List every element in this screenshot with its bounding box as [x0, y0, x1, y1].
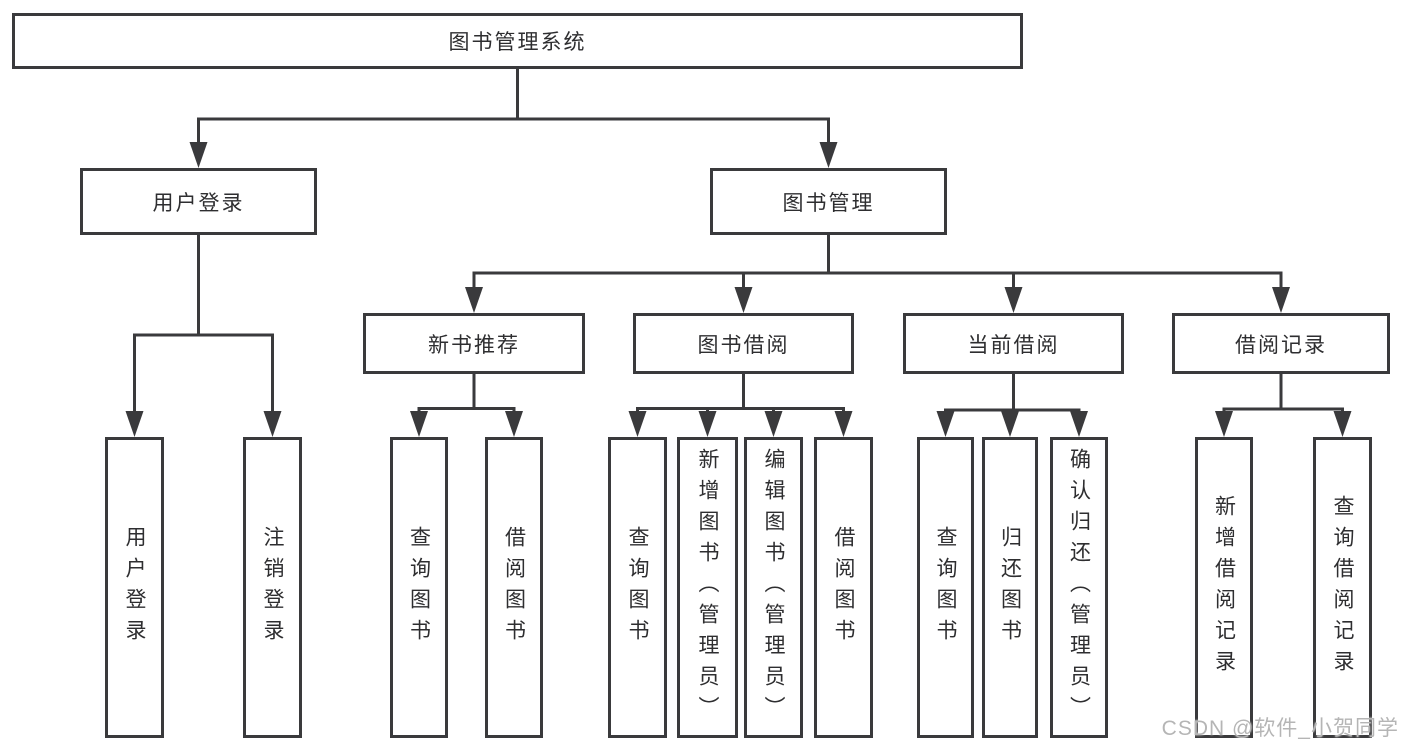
- leaf-cb-query-books: 查询图书: [917, 437, 974, 738]
- leaf-bb-query-books: 查询图书: [608, 437, 667, 738]
- arrowhead-borrow-records: [1272, 287, 1290, 313]
- arrowhead-nr-borrow: [505, 411, 523, 437]
- arrowhead-book-borrowing: [734, 287, 753, 313]
- node-book-management: 图书管理: [710, 168, 947, 235]
- arrowhead-bb-add: [698, 411, 717, 437]
- arrowhead-nr-query: [410, 411, 428, 437]
- leaf-br-add-record: 新增借阅记录: [1195, 437, 1253, 738]
- arrowhead-cb-query: [936, 411, 955, 437]
- arrowhead-cb-confirm: [1070, 411, 1088, 437]
- watermark: CSDN @软件_小贺同学: [1161, 717, 1399, 740]
- leaf-logout: 注销登录: [243, 437, 302, 738]
- leaf-nr-borrow-books: 借阅图书: [485, 437, 543, 738]
- arrowhead-new-book-recommend: [465, 287, 483, 313]
- arrowhead-logout: [263, 411, 282, 437]
- arrowhead-bb-borrow: [834, 411, 853, 437]
- leaf-cb-return-books: 归还图书: [982, 437, 1038, 738]
- arrowhead-cb-return: [1001, 411, 1019, 437]
- leaf-bb-edit-books-admin: 编辑图书（管理员）: [744, 437, 803, 738]
- node-current-borrowing: 当前借阅: [903, 313, 1124, 374]
- leaf-nr-query-books: 查询图书: [390, 437, 448, 738]
- node-library-management-system: 图书管理系统: [12, 13, 1023, 69]
- leaf-cb-confirm-return-admin: 确认归还（管理员）: [1050, 437, 1108, 738]
- arrowhead-bb-query: [628, 411, 647, 437]
- node-new-book-recommend: 新书推荐: [363, 313, 585, 374]
- leaf-user-login: 用户登录: [105, 437, 164, 738]
- leaf-bb-add-books-admin: 新增图书（管理员）: [677, 437, 738, 738]
- leaf-br-query-record: 查询借阅记录: [1313, 437, 1372, 738]
- arrowhead-br-query: [1333, 411, 1352, 437]
- arrowhead-book-management: [819, 142, 838, 168]
- arrowhead-user-login: [189, 142, 208, 168]
- node-user-login: 用户登录: [80, 168, 317, 235]
- arrowhead-bb-edit: [764, 411, 783, 437]
- node-book-borrowing: 图书借阅: [633, 313, 854, 374]
- node-borrow-records: 借阅记录: [1172, 313, 1390, 374]
- leaf-bb-borrow-books: 借阅图书: [814, 437, 873, 738]
- arrowhead-current-borrowing: [1004, 287, 1023, 313]
- arrowhead-login: [125, 411, 144, 437]
- arrowhead-br-add: [1215, 411, 1233, 437]
